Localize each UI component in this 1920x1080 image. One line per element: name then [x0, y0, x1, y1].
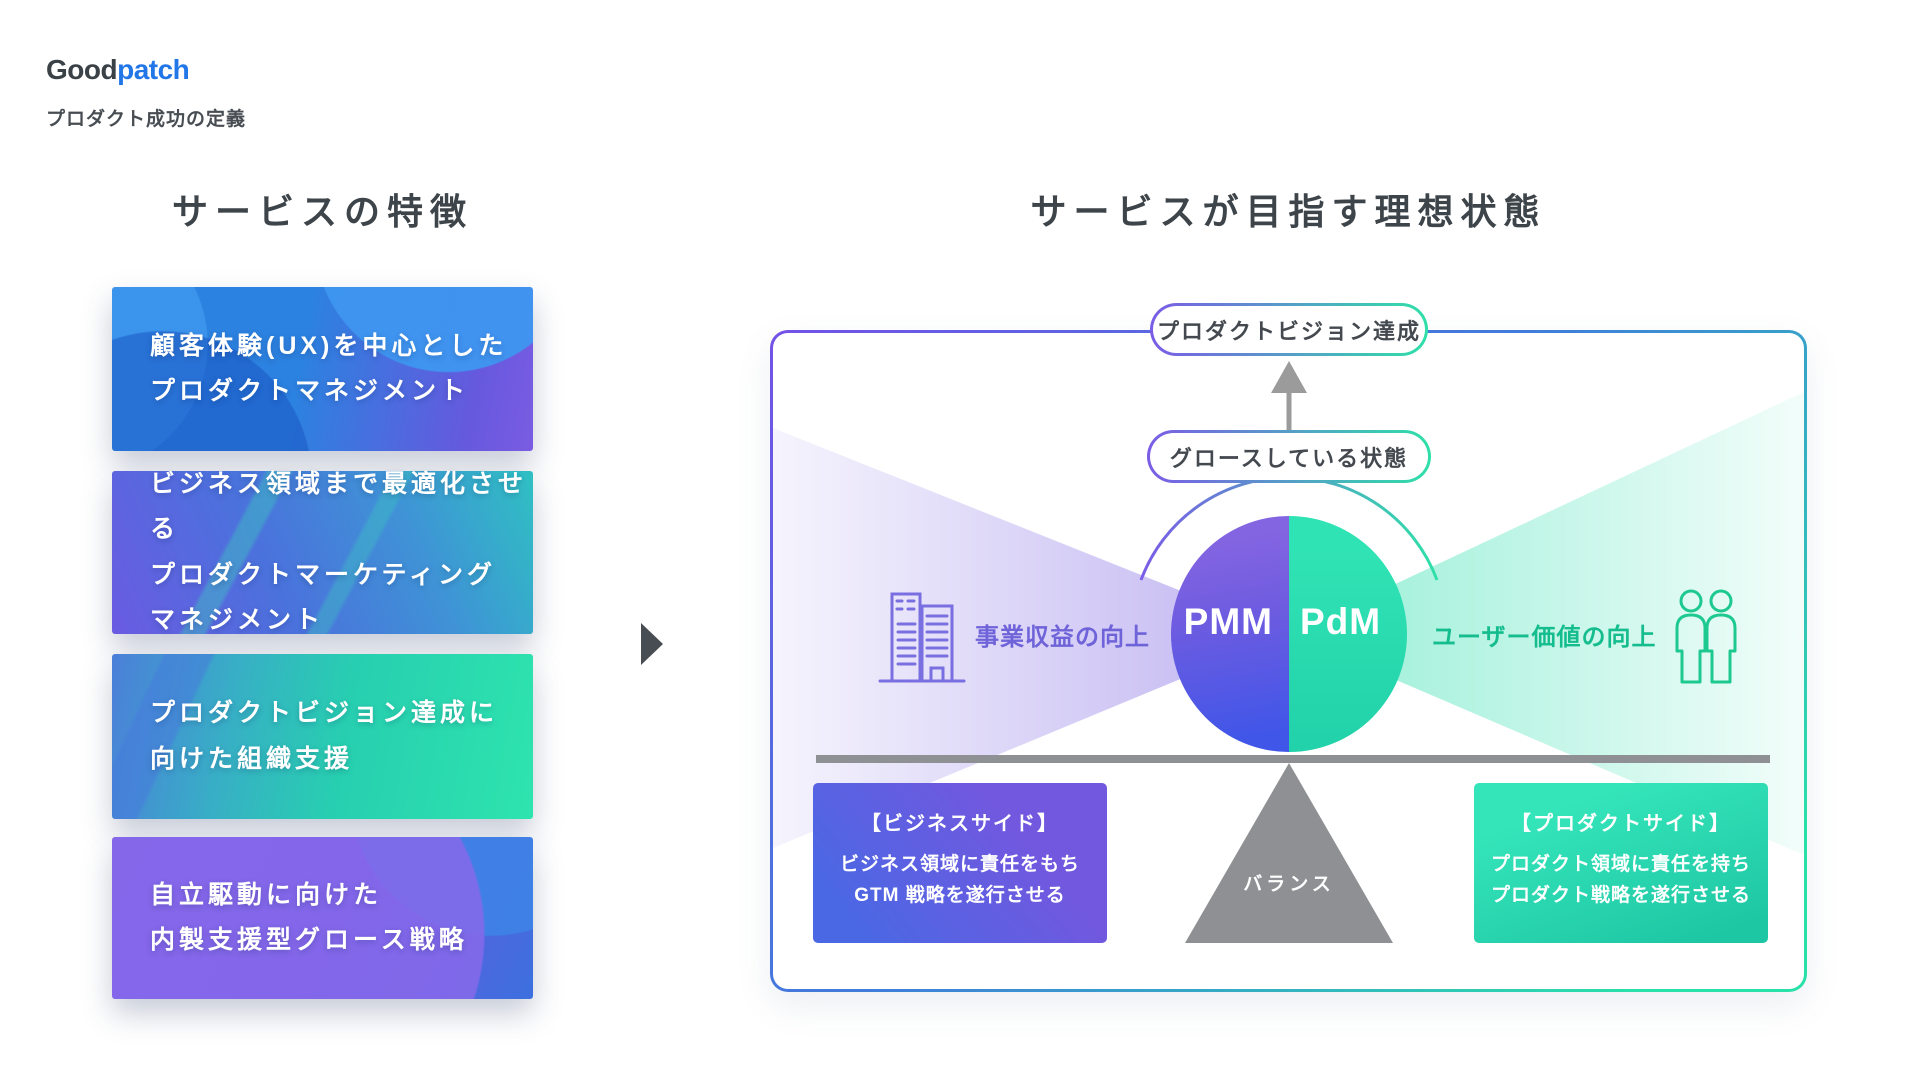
product-side-line1: プロダクト領域に責任を持ち: [1490, 854, 1751, 875]
play-arrow-icon: [641, 623, 663, 665]
left-column-heading: サービスの特徴: [171, 191, 473, 232]
balance-fulcrum-triangle: [1185, 763, 1393, 943]
logo-text-patch: patch: [117, 54, 190, 85]
logo-text-good: Good: [46, 54, 118, 85]
feature-card-marketing: ビジネス領域まで最適化させる プロダクトマーケティング マネジメント: [112, 470, 533, 634]
feature-card-organization-line2: 向けた組織支援: [150, 744, 354, 773]
building-icon: [878, 592, 966, 683]
goodpatch-logo: Goodpatch: [46, 54, 190, 86]
business-side-line1: ビジネス領域に責任をもち: [839, 854, 1080, 875]
product-side-box: 【プロダクトサイド】 プロダクト領域に責任を持ち プロダクト戦略を遂行させる: [1474, 783, 1768, 943]
feature-card-ux-line2: プロダクトマネジメント: [150, 377, 470, 405]
business-side-line2: GTM 戦略を遂行させる: [854, 885, 1066, 906]
pmm-label: PMM: [1183, 601, 1273, 642]
feature-card-ux: 顧客体験(UX)を中心とした プロダクトマネジメント: [112, 287, 533, 451]
feature-card-marketing-line1: ビジネス領域まで最適化させる: [150, 469, 528, 544]
feature-card-growth: 自立駆動に向けた 内製支援型グロース戦略: [112, 837, 533, 999]
feature-card-growth-line1: 自立駆動に向けた: [150, 880, 383, 909]
business-beam-cone: [773, 428, 1289, 848]
product-side-line2: プロダクト戦略を遂行させる: [1490, 885, 1751, 906]
up-arrow-icon: [1271, 361, 1307, 393]
vision-pill: プロダクトビジョン達成: [1150, 303, 1428, 356]
user-outcome-label: ユーザー価値の向上: [1432, 624, 1657, 651]
people-icon: [1675, 589, 1737, 684]
feature-card-ux-line1: 顧客体験(UX)を中心とした: [150, 331, 508, 360]
business-side-box: 【ビジネスサイド】 ビジネス領域に責任をもち GTM 戦略を遂行させる: [813, 783, 1107, 943]
balance-label: バランス: [1243, 874, 1335, 895]
feature-card-marketing-line2: プロダクトマーケティング: [150, 560, 497, 589]
ideal-state-diagram-frame: PMM PdM 事業収益の向上 ユーザー価値の向上 プロダクトビ: [770, 303, 1807, 992]
ideal-state-diagram: PMM PdM 事業収益の向上 ユーザー価値の向上 プロダクトビ: [773, 303, 1804, 989]
balance-beam: [816, 755, 1770, 763]
growth-pill: グロースしている状態: [1147, 430, 1431, 483]
business-outcome-label: 事業収益の向上: [975, 624, 1150, 651]
product-side-title: 【プロダクトサイド】: [1511, 813, 1731, 835]
slide-subtitle: プロダクト成功の定義: [46, 109, 247, 130]
feature-card-organization: プロダクトビジョン達成に 向けた組織支援: [112, 654, 533, 819]
business-side-title: 【ビジネスサイド】: [861, 813, 1059, 835]
growth-pill-text: グロースしている状態: [1150, 433, 1428, 480]
feature-card-marketing-line3: マネジメント: [150, 606, 325, 634]
vision-pill-text: プロダクトビジョン達成: [1153, 306, 1425, 353]
pdm-label: PdM: [1300, 601, 1382, 642]
user-beam-cone: [1289, 392, 1804, 855]
right-column-heading: サービスが目指す理想状態: [1030, 191, 1547, 232]
feature-card-growth-line2: 内製支援型グロース戦略: [150, 926, 468, 954]
feature-card-organization-line1: プロダクトビジョン達成に: [150, 699, 499, 727]
